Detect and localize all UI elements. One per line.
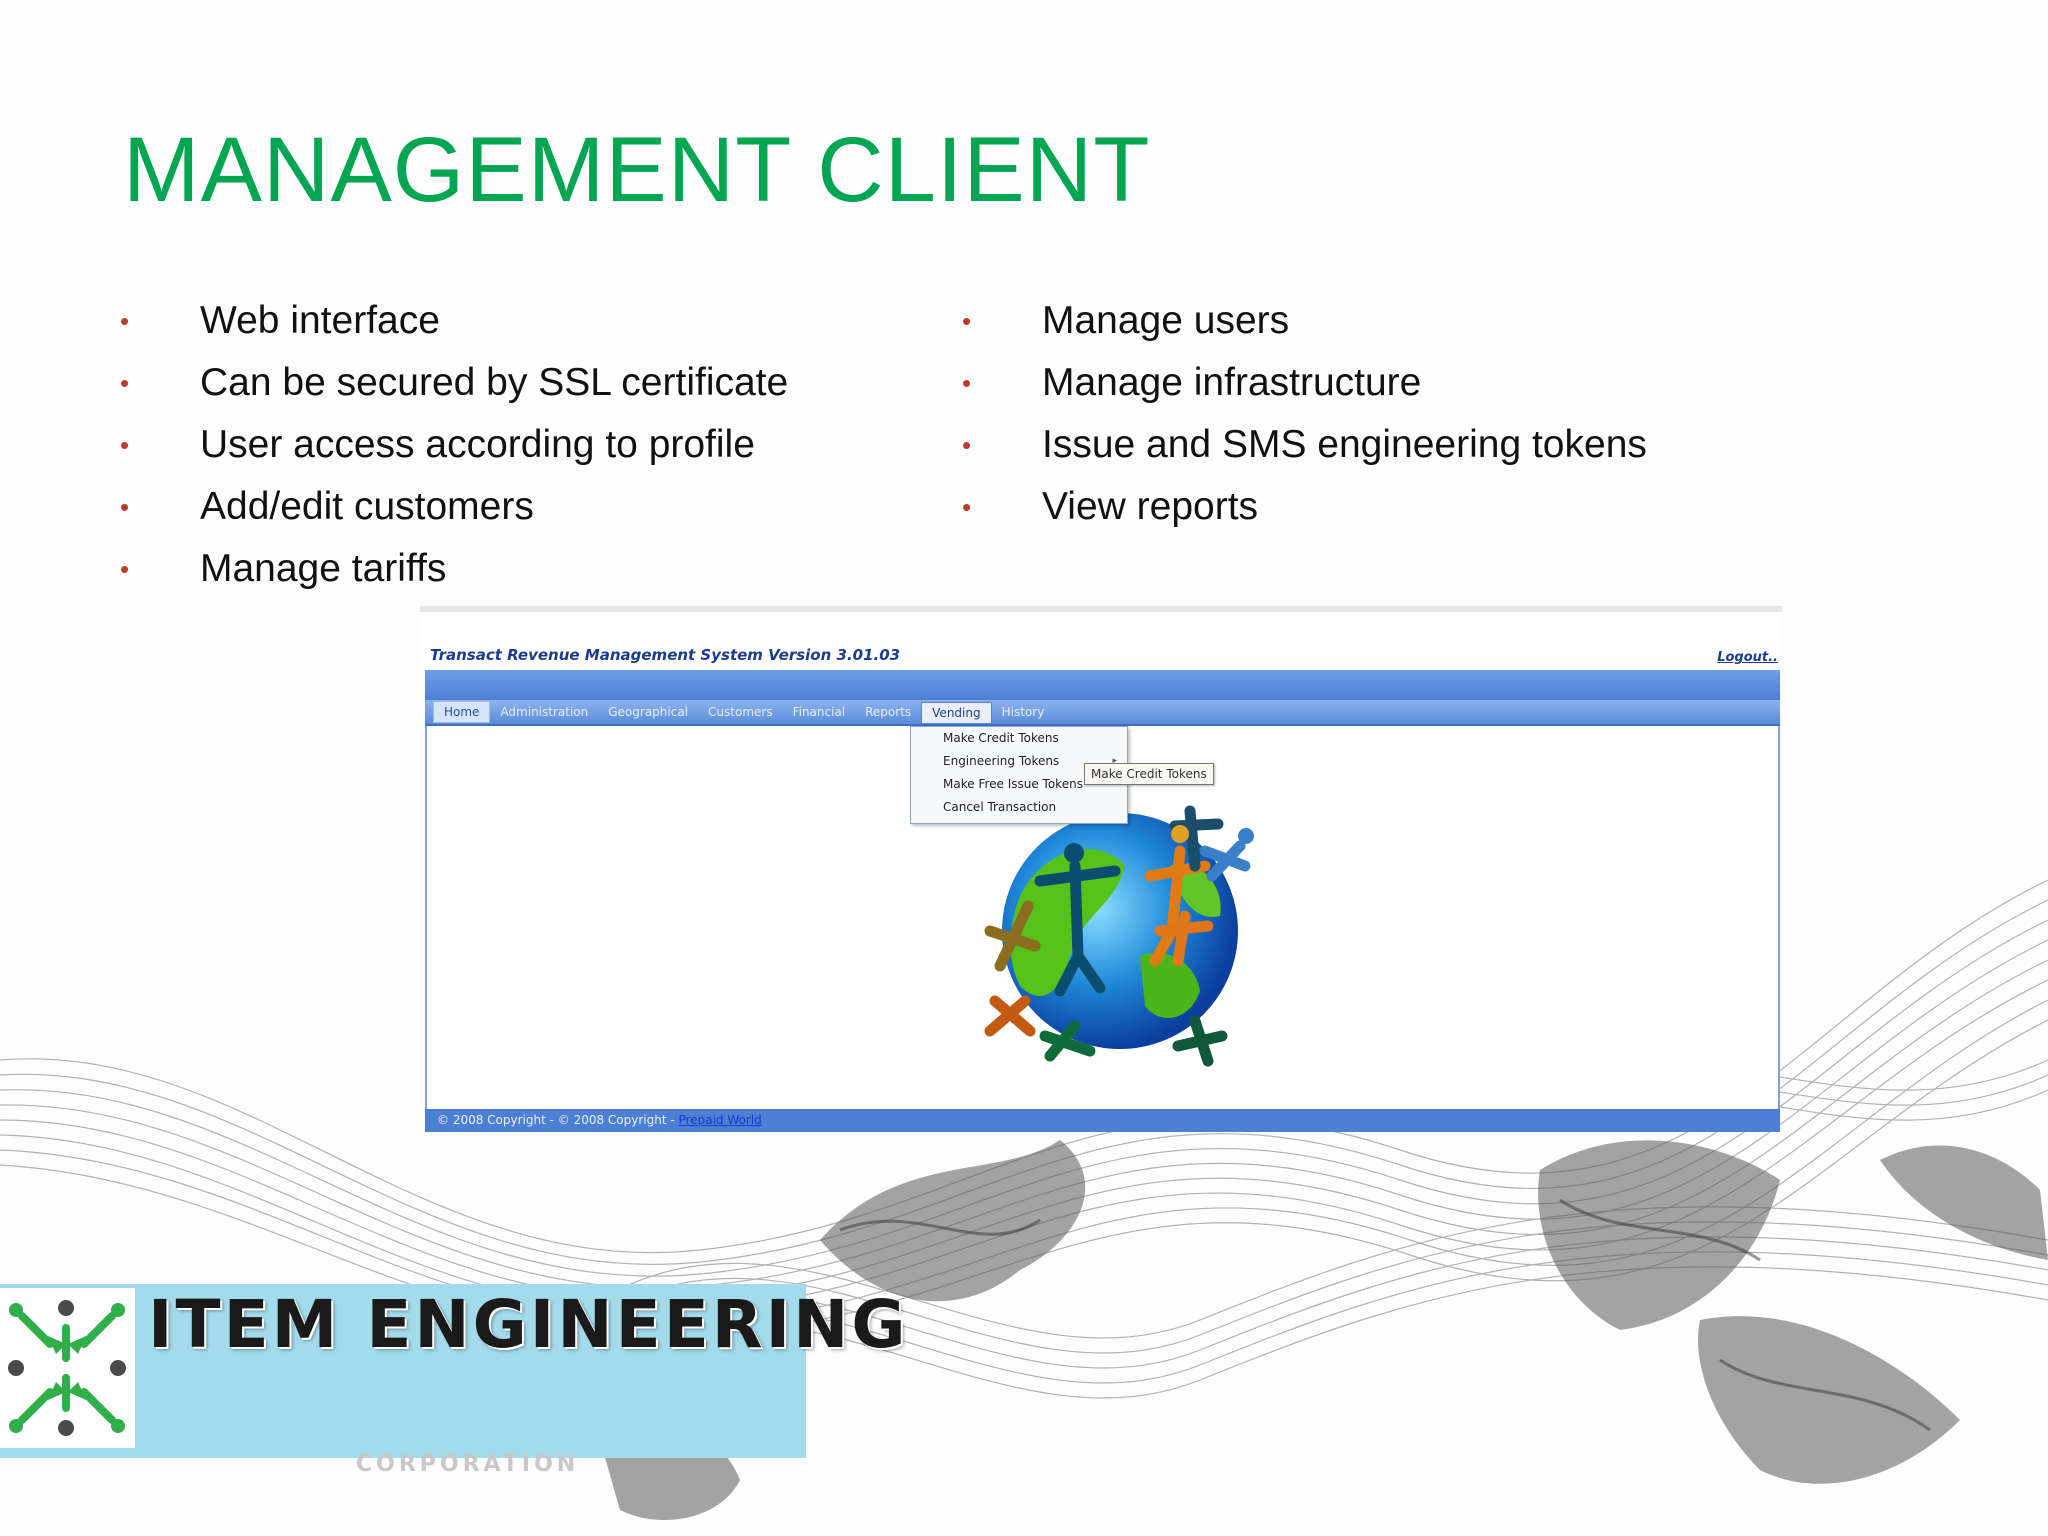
nav-home[interactable]: Home	[433, 701, 491, 723]
bullet-icon: •	[962, 492, 972, 522]
submenu-arrow-icon: ▸	[1112, 756, 1117, 766]
menu-item-label: Cancel Transaction	[943, 800, 1057, 814]
bullet-icon: •	[120, 554, 130, 584]
menu-item-make-free-issue-tokens[interactable]: Make Free Issue Tokens	[911, 773, 1125, 796]
app-title: Transact Revenue Management System Versi…	[430, 646, 901, 664]
bullet-text: Manage tariffs	[200, 547, 447, 590]
nav-menu: Home Administration Geographical Custome…	[425, 700, 1780, 726]
nav-history[interactable]: History	[1001, 705, 1045, 719]
logo-subtitle: CORPORATION	[356, 1452, 580, 1477]
nav-geographical[interactable]: Geographical	[608, 705, 689, 719]
menu-item-label: Make Free Issue Tokens	[943, 777, 1083, 791]
menu-item-label: Make Credit Tokens	[943, 731, 1059, 745]
bullet-text: Manage users	[1042, 299, 1290, 342]
app-header: Transact Revenue Management System Versi…	[420, 612, 1782, 676]
logout-link[interactable]: Logout..	[1717, 650, 1778, 665]
logo-arrows-icon	[0, 1288, 135, 1448]
bullet-text: Manage infrastructure	[1042, 361, 1422, 404]
app-footer: © 2008 Copyright - © 2008 Copyright - Pr…	[425, 1109, 1780, 1132]
nav-reports[interactable]: Reports	[865, 705, 912, 719]
menu-item-engineering-tokens[interactable]: Engineering Tokens ▸	[911, 750, 1125, 773]
bullet-icon: •	[962, 368, 972, 398]
divider	[420, 606, 1782, 612]
bullet-text: User access according to profile	[200, 423, 755, 466]
tooltip: Make Credit Tokens	[1084, 763, 1214, 785]
bullet-text: Web interface	[200, 299, 440, 342]
bullet-icon: •	[120, 306, 130, 336]
bullet-text: Can be secured by SSL certificate	[200, 361, 789, 404]
bullet-text: Issue and SMS engineering tokens	[1042, 423, 1647, 466]
footer-link[interactable]: Prepaid World	[678, 1113, 762, 1127]
bullet-icon: •	[962, 306, 972, 336]
logo-company-name: ITEM ENGINEERING	[148, 1286, 909, 1363]
app-banner-bar	[425, 670, 1780, 700]
nav-financial[interactable]: Financial	[792, 705, 846, 719]
footer-copyright: © 2008 Copyright - © 2008 Copyright -	[437, 1113, 675, 1127]
bullet-icon: •	[120, 492, 130, 522]
nav-customers[interactable]: Customers	[708, 705, 773, 719]
nav-vending[interactable]: Vending	[921, 701, 992, 723]
menu-item-make-credit-tokens[interactable]: Make Credit Tokens	[911, 727, 1125, 750]
slide-title: MANAGEMENT CLIENT	[123, 119, 1151, 221]
bullet-icon: •	[120, 430, 130, 460]
globe-people-image	[984, 805, 1254, 1067]
nav-administration[interactable]: Administration	[500, 705, 589, 719]
bullet-icon: •	[962, 430, 972, 460]
menu-item-label: Engineering Tokens	[943, 754, 1060, 768]
bullet-icon: •	[120, 368, 130, 398]
app-screenshot: Transact Revenue Management System Versi…	[420, 606, 1782, 1132]
bullet-text: Add/edit customers	[200, 485, 534, 528]
menu-item-cancel-transaction[interactable]: Cancel Transaction	[911, 796, 1125, 819]
bullet-text: View reports	[1042, 485, 1259, 528]
